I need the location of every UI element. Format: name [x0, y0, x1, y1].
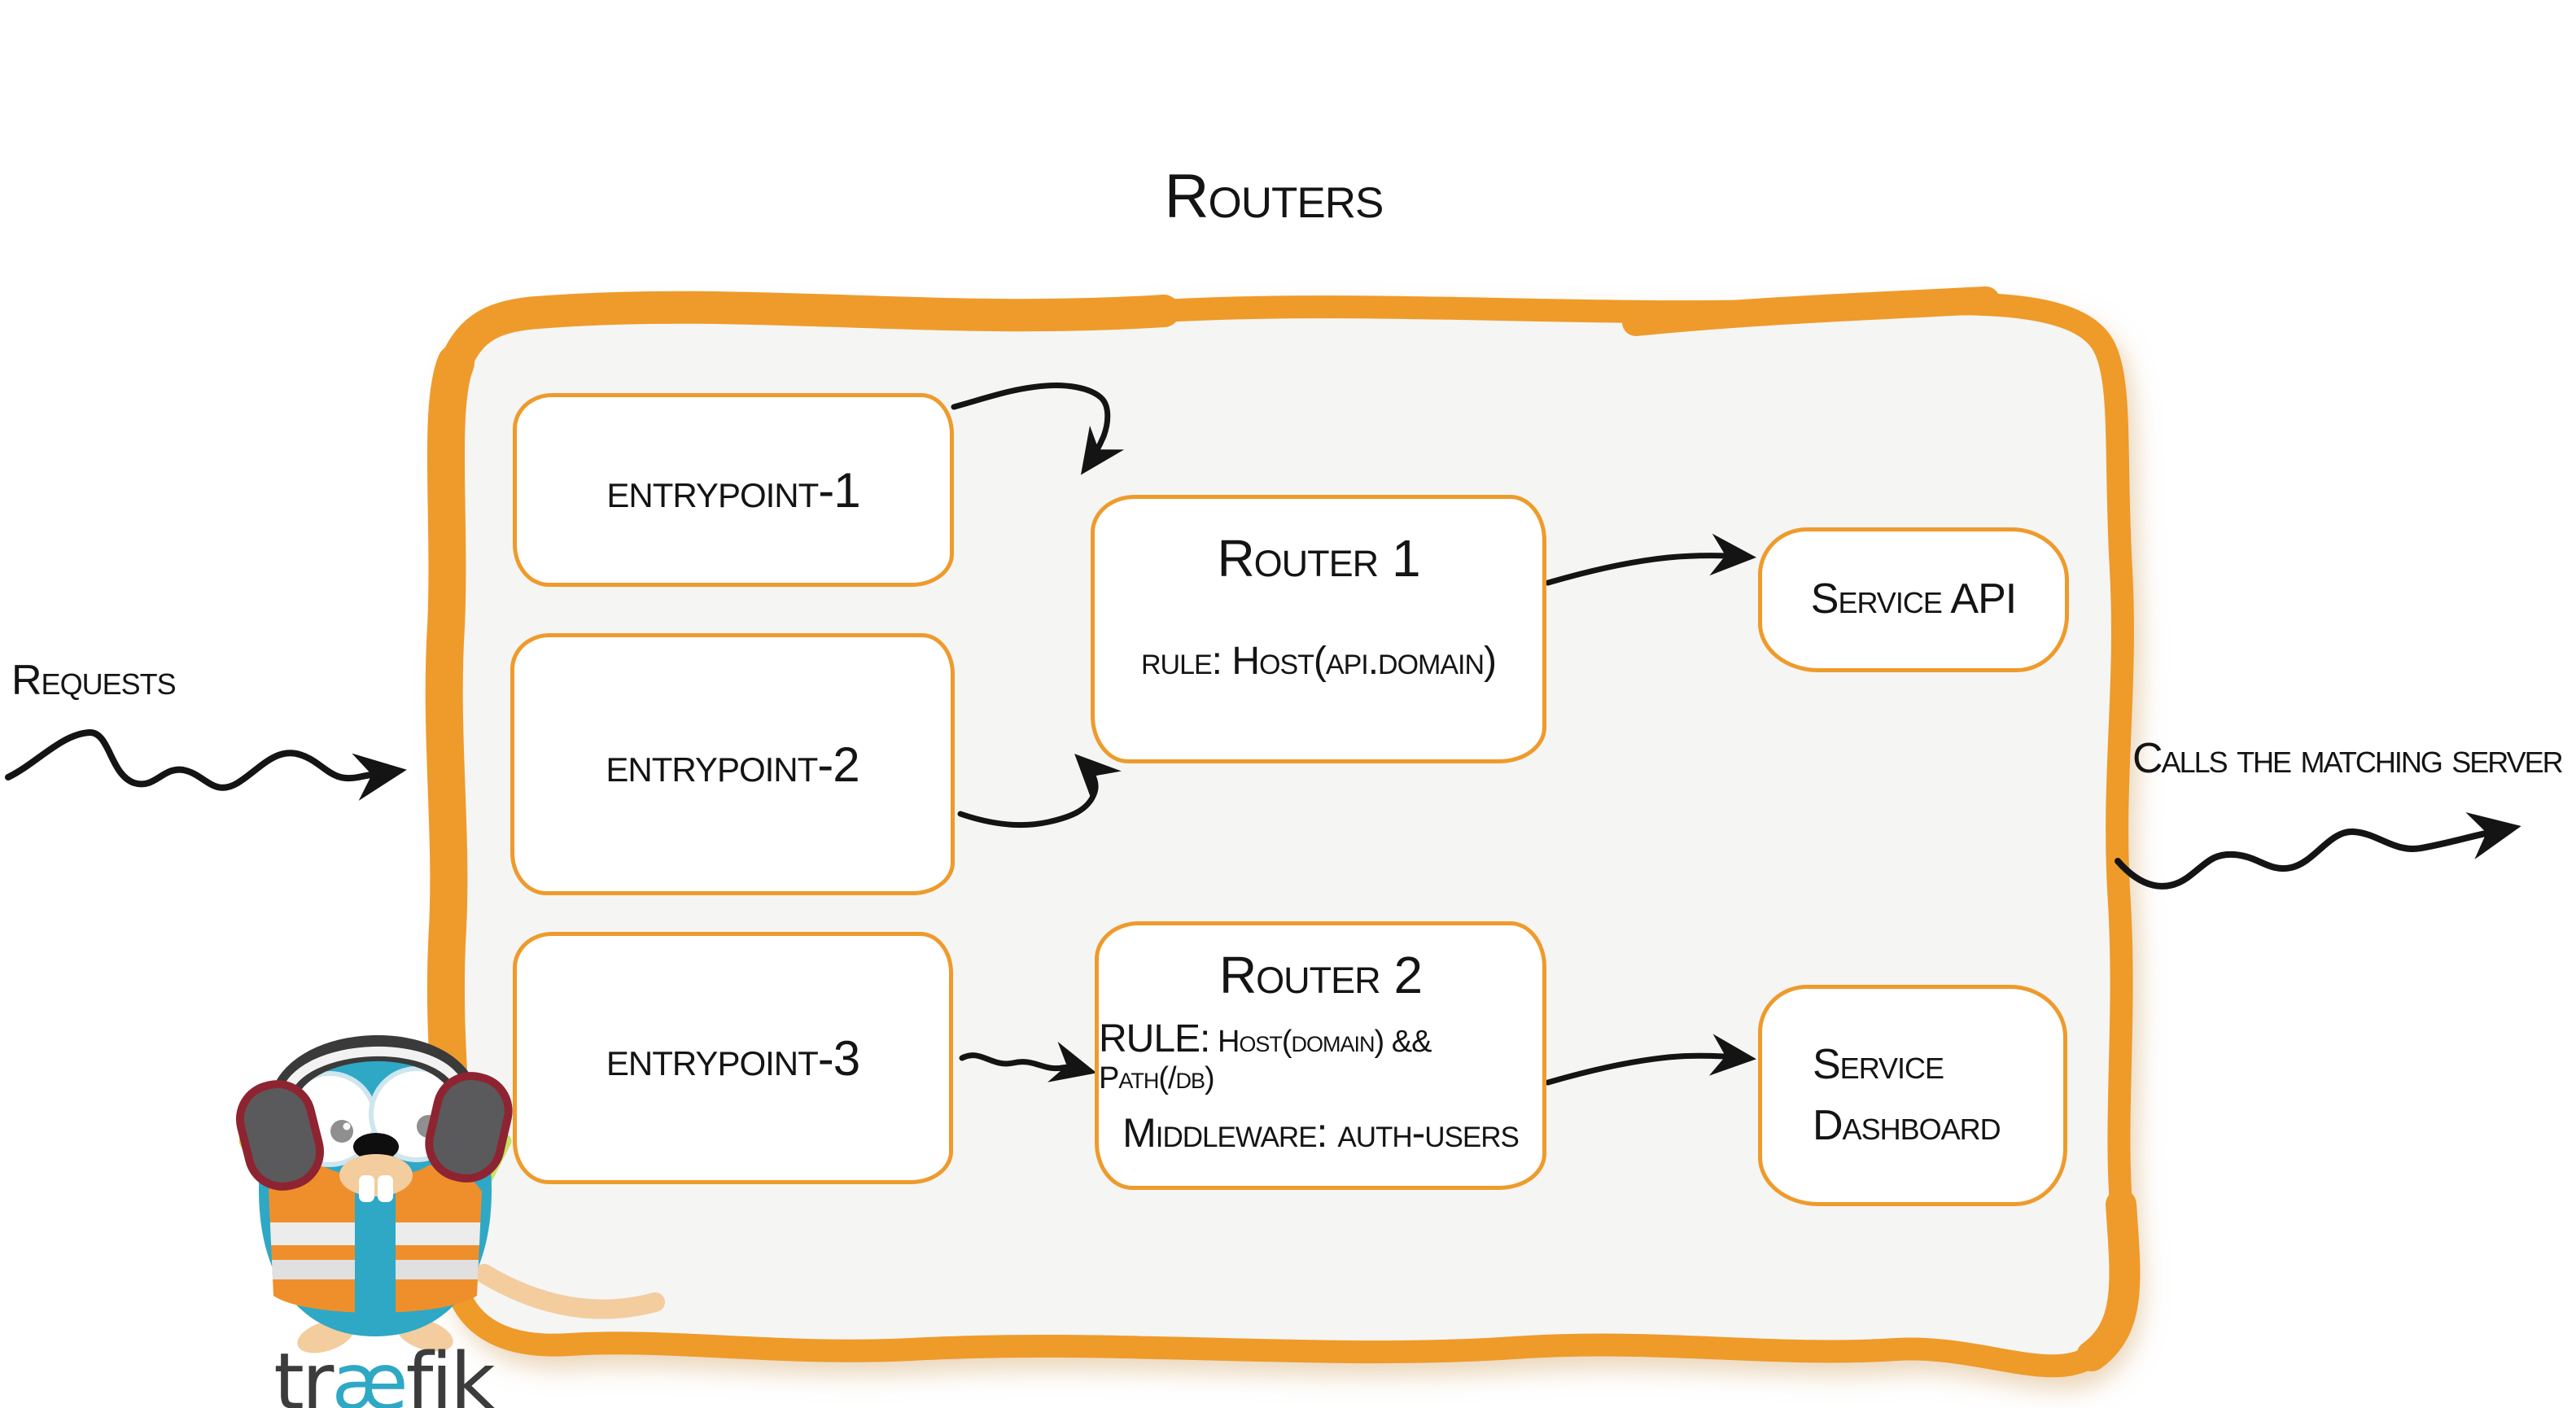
arrow-entrypoint1-to-router1 — [951, 383, 1125, 475]
brush-patch-top — [440, 291, 1180, 379]
entrypoint-1-label: entrypoint-1 — [606, 462, 860, 518]
router-2-name: Router 2 — [1218, 946, 1423, 1004]
service-api-box: Service API — [1758, 527, 2069, 672]
entrypoint-2-box: entrypoint-2 — [510, 633, 955, 895]
router-2-middleware: Middleware: auth-users — [1122, 1109, 1520, 1157]
router-2-rule-value: Host(domain) && Path(/db) — [1099, 1025, 1432, 1095]
arrow-router2-to-service-dashboard — [1545, 1034, 1756, 1086]
entrypoint-3-label: entrypoint-3 — [606, 1030, 860, 1086]
wordmark-ae: æ — [331, 1336, 408, 1408]
arrow-entrypoint2-to-router1 — [957, 754, 1122, 829]
service-dashboard-label: Service Dashboard — [1813, 1040, 2001, 1149]
arrow-calls-matching-server — [2115, 812, 2521, 890]
router-2-rule: RULE: Host(domain) && Path(/db) — [1099, 1017, 1542, 1096]
service-api-label: Service API — [1810, 575, 2017, 623]
router-1-name: Router 1 — [1217, 529, 1420, 588]
requests-label: Requests — [11, 657, 177, 704]
brush-patch-topright — [1622, 286, 2000, 336]
brush-patch-corner — [2076, 1189, 2141, 1371]
router-2-rule-label: RULE: — [1099, 1017, 1210, 1060]
arrow-entrypoint3-to-router2 — [959, 1041, 1097, 1082]
wordmark-suffix: fik — [405, 1336, 496, 1408]
router-2-box: Router 2 RULE: Host(domain) && Path(/db)… — [1095, 921, 1546, 1190]
entrypoint-2-label: entrypoint-2 — [606, 737, 859, 792]
router-2-middleware-label: Middleware: — [1122, 1110, 1327, 1156]
router-1-box: Router 1 rule: Host(api.domain) — [1091, 495, 1546, 763]
traefik-wordmark: træfik — [249, 1336, 518, 1408]
router-1-rule: rule: Host(api.domain) — [1140, 640, 1497, 683]
service-dashboard-box: Service Dashboard — [1758, 985, 2067, 1206]
entrypoint-1-box: entrypoint-1 — [513, 393, 954, 587]
router-2-middleware-value: auth-users — [1337, 1110, 1520, 1156]
arrow-router1-to-service-api — [1545, 533, 1756, 586]
calls-matching-server-label: Calls the matching server — [2132, 735, 2564, 782]
entrypoint-3-box: entrypoint-3 — [513, 932, 953, 1184]
arrow-requests — [5, 729, 407, 801]
brush-patch-left — [425, 344, 475, 1240]
page-title: Routers — [1164, 162, 1384, 231]
wordmark-prefix: tr — [273, 1336, 334, 1408]
